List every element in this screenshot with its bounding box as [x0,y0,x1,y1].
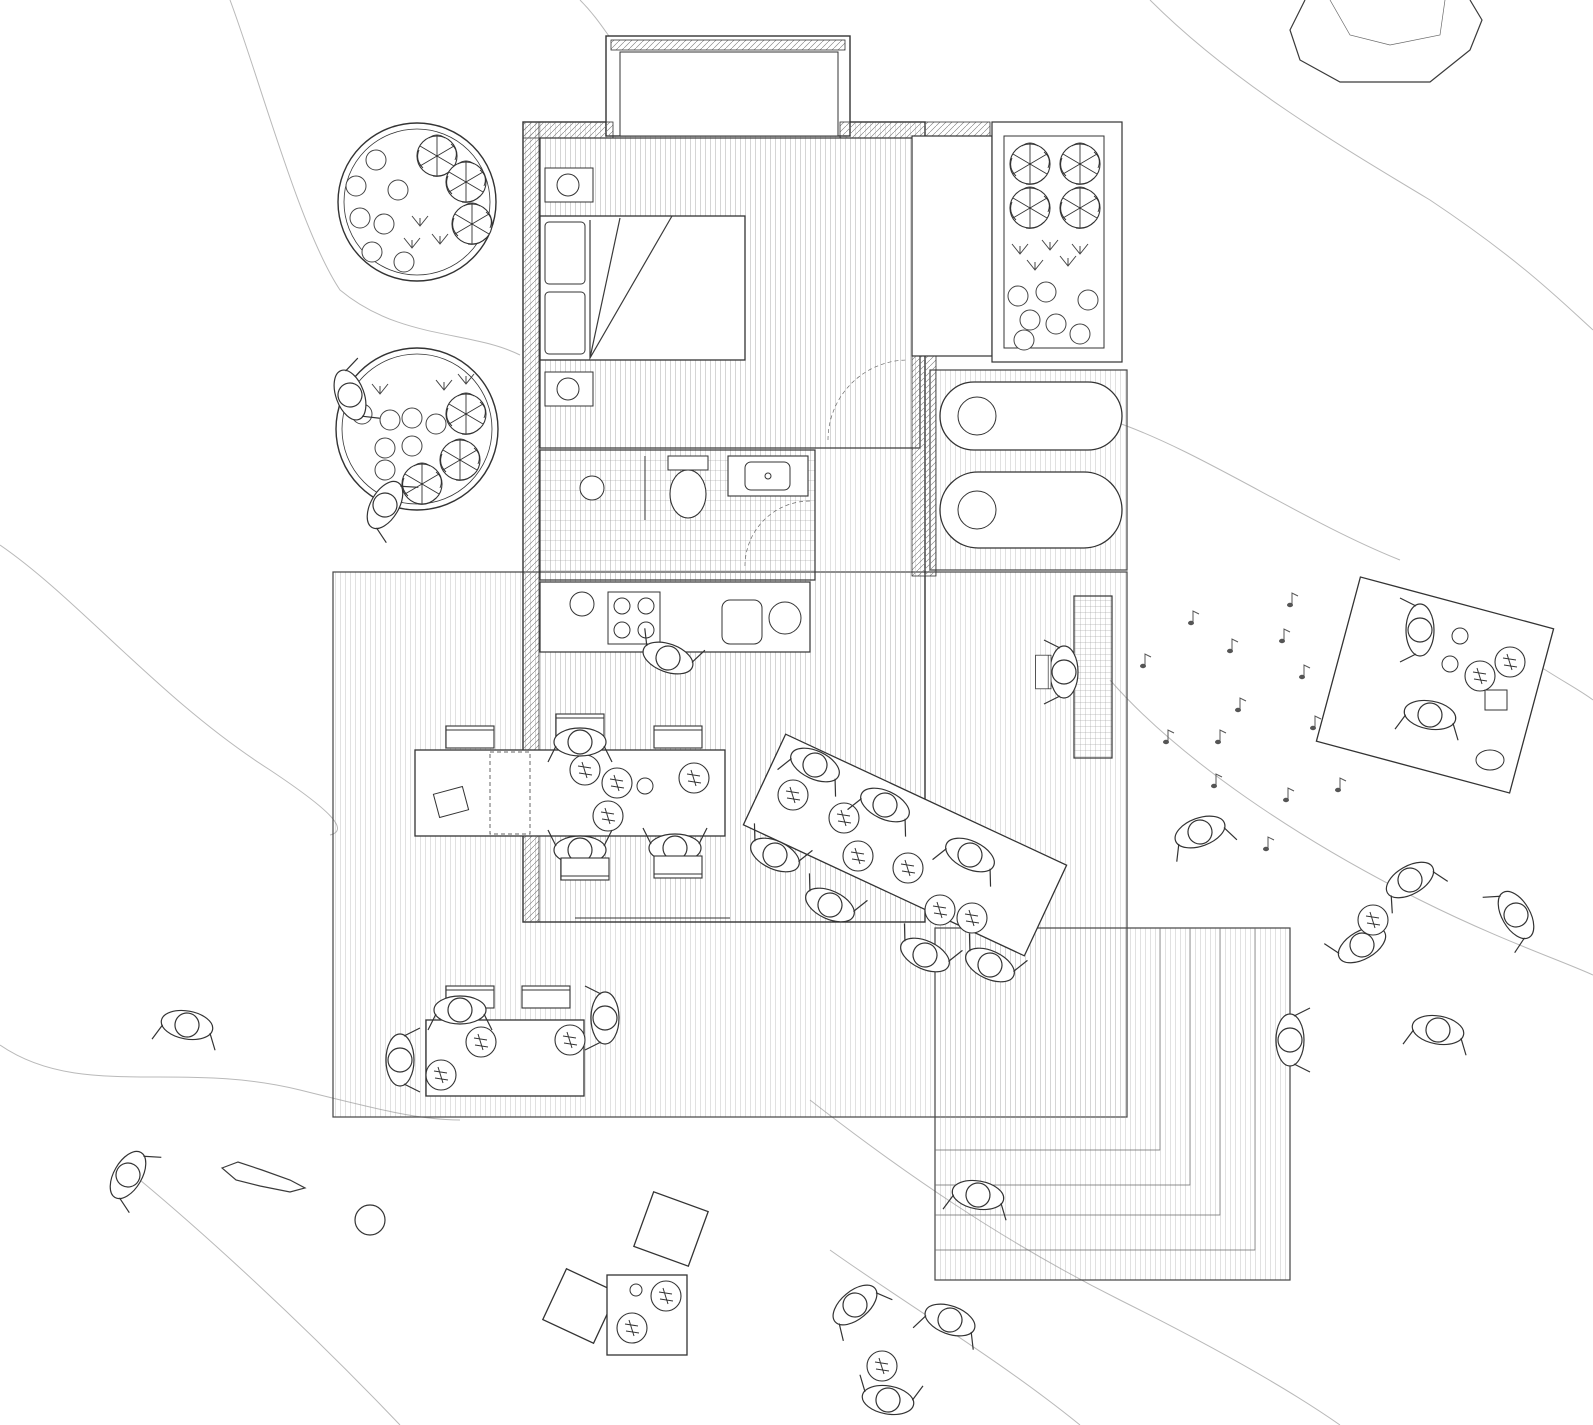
side-table [606,1274,688,1356]
nightstand-bottom [544,371,594,407]
boulder [1289,0,1483,83]
nightstand-top [544,167,594,203]
planter-round-top [337,122,497,282]
bed [539,215,746,361]
dining-table-diagonal [739,733,1068,992]
music-notes [1139,592,1347,852]
dining-table-indoor [414,713,726,881]
piano [1035,595,1113,759]
loose-chair-2 [541,1267,619,1345]
loose-chair-1 [632,1190,710,1268]
picnic-blanket [1315,576,1555,794]
deck-steps [934,927,1291,1281]
dog [220,1161,307,1193]
outdoor-bathtubs [939,381,1123,549]
dining-table-deck [385,985,620,1097]
ball [354,1204,386,1236]
planter-round-bottom [335,347,499,511]
